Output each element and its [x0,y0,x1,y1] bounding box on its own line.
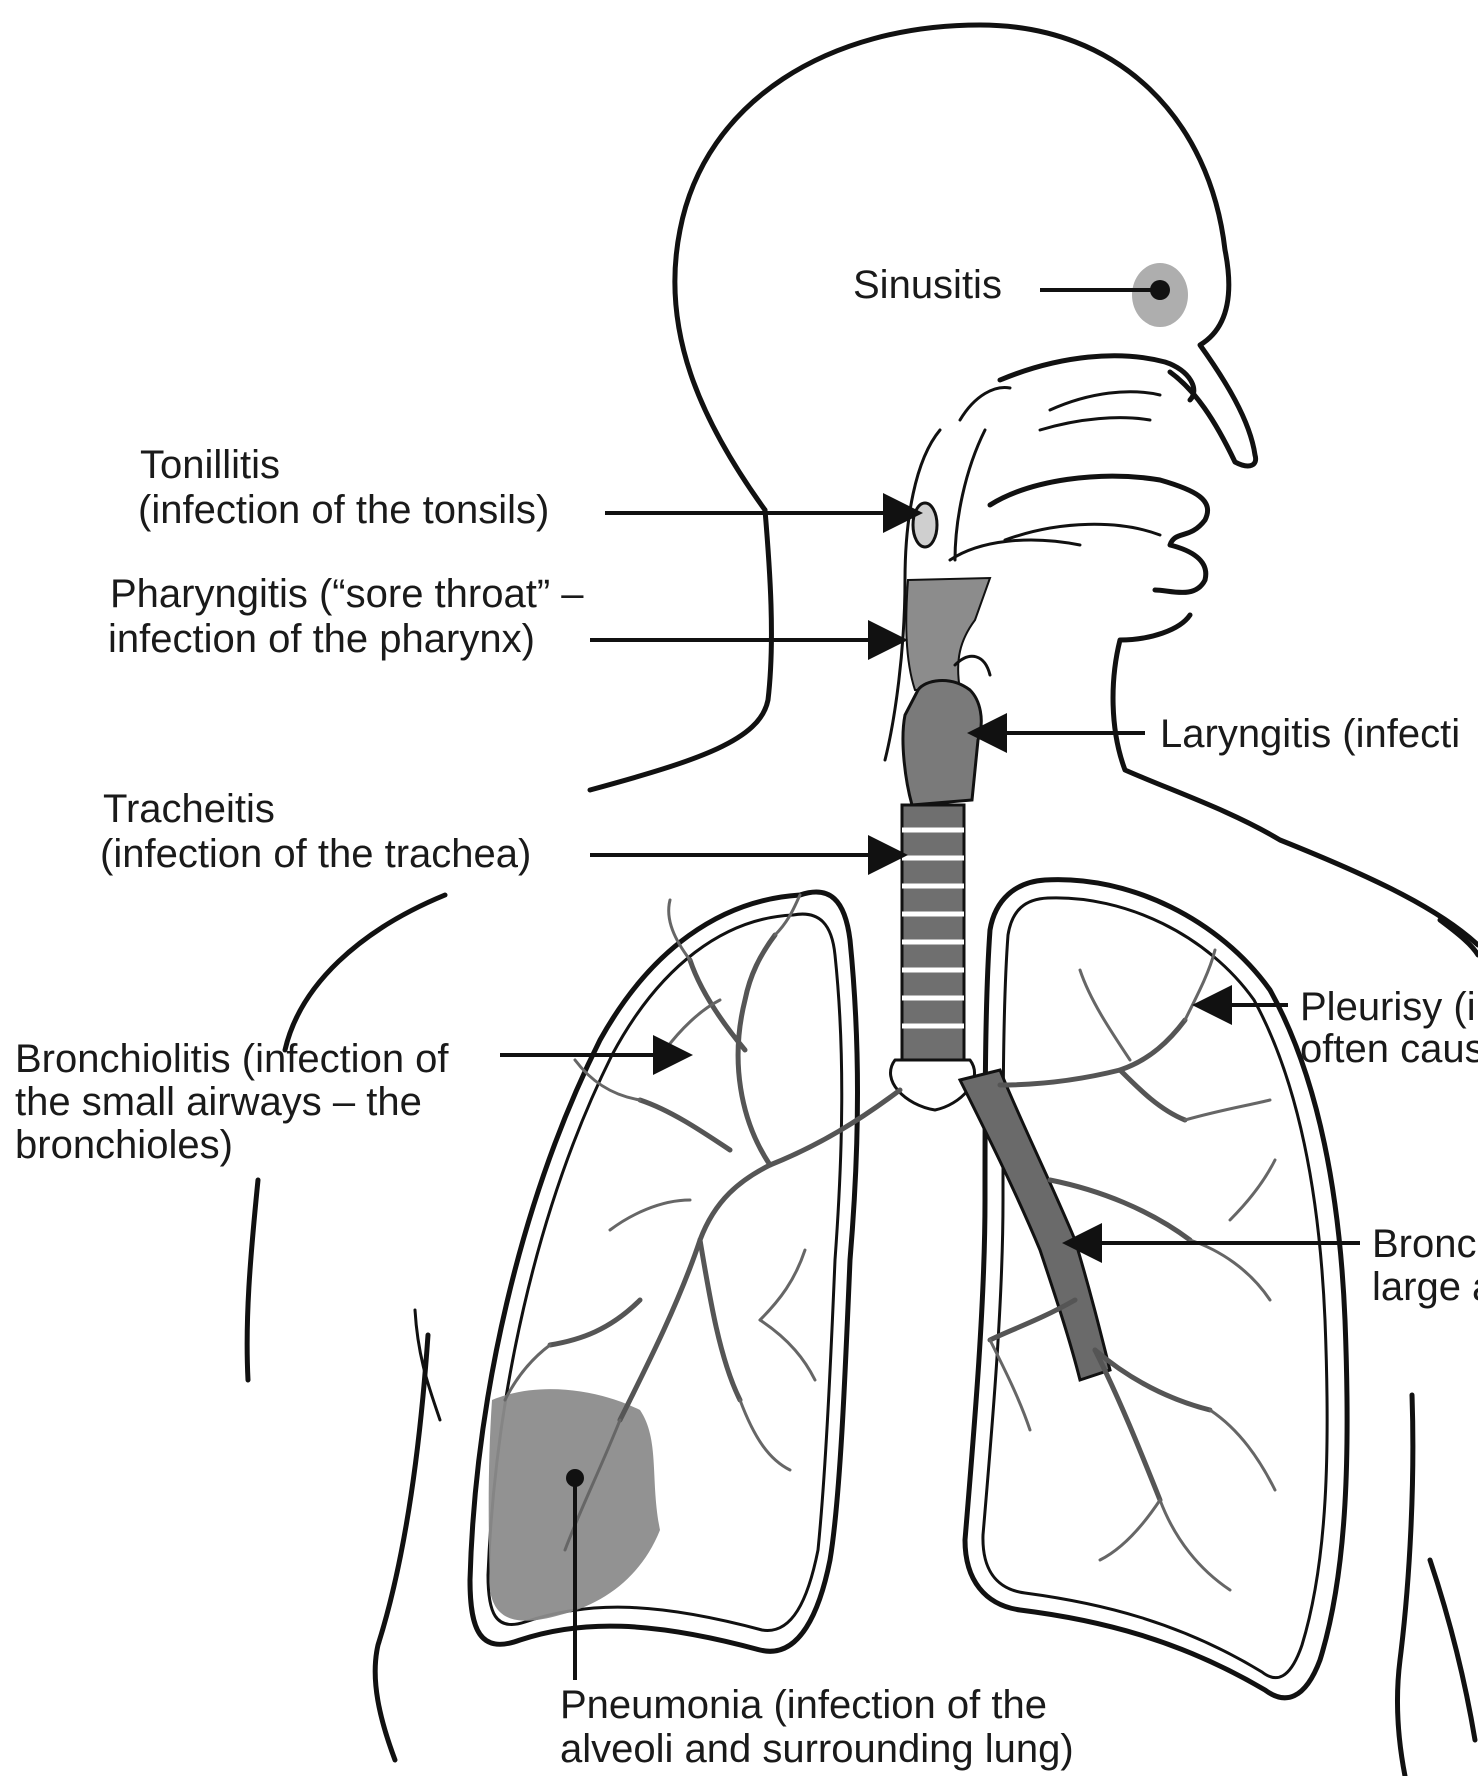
sinus-dot [1150,280,1170,300]
pharynx-infected-area [906,578,990,690]
left-shoulder [285,895,445,1050]
right-torso-side [1398,1395,1413,1776]
right-lung [960,880,1347,1698]
neck-back [590,510,771,790]
label-pharyngitis-line2: infection of the pharynx) [108,617,535,661]
labels: Sinusitis Tonillitis (infection of the t… [15,263,1478,1771]
label-tonsillitis-line1: Tonillitis [140,443,280,487]
left-lung [470,892,900,1651]
label-bronchiolitis-line1: Bronchiolitis (infection of [15,1037,449,1081]
trachea [902,805,964,1060]
tongue [950,540,1080,560]
label-pharyngitis-line1: Pharyngitis (“sore throat” – [110,572,584,616]
label-pneumonia-line1: Pneumonia (infection of the [560,1683,1047,1727]
label-pneumonia-line2: alveoli and surrounding lung) [560,1727,1074,1771]
label-laryngitis: Laryngitis (infecti [1160,712,1460,756]
left-arm-line [247,1180,258,1380]
label-bronchitis-line1: Bronc [1372,1222,1477,1266]
label-bronchitis-line2: large a [1372,1265,1478,1309]
tonsil [913,503,937,547]
nasal-cavity [950,356,1208,593]
larynx [903,681,981,805]
label-tonsillitis-line2: (infection of the tonsils) [138,488,549,532]
right-torso-inner [1430,1560,1475,1740]
upper-airway [885,430,990,1110]
label-sinusitis: Sinusitis [853,263,1002,307]
label-bronchiolitis-line3: bronchioles) [15,1123,233,1167]
label-tracheitis-line2: (infection of the trachea) [100,832,531,876]
neck-front [1113,615,1478,945]
right-lung-inner [983,898,1327,1678]
right-lung-outer [965,880,1347,1698]
label-tracheitis-line1: Tracheitis [103,787,275,831]
label-pleurisy-line1: Pleurisy (ir [1300,985,1478,1029]
label-pleurisy-line2: often caus [1300,1027,1478,1071]
label-bronchiolitis-line2: the small airways – the [15,1080,422,1124]
left-torso-side [375,1335,428,1760]
